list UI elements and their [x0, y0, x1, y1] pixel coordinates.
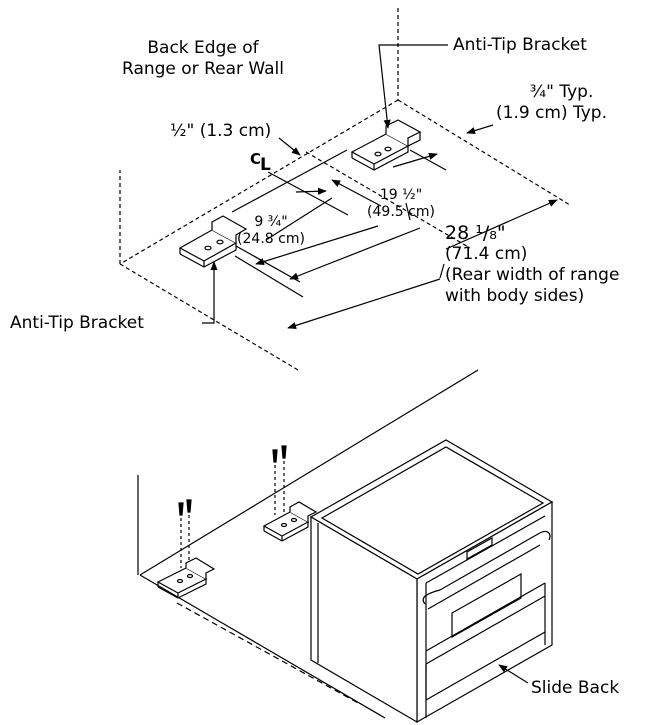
floor-plan-diagram	[119, 8, 571, 371]
half-inch-label: ½" (1.3 cm)	[170, 121, 272, 141]
back-edge-label: Back Edge of Range or Rear Wall	[122, 38, 284, 79]
screws-right	[272, 445, 287, 515]
centerline-label: CL	[250, 150, 271, 175]
range-outline	[119, 8, 571, 371]
floor-bracket-right	[262, 501, 318, 542]
anti-tip-bracket-label-bottom: Anti-Tip Bracket	[10, 313, 144, 333]
range-installation-diagram	[137, 369, 554, 724]
slide-back-label: Slide Back	[531, 678, 620, 698]
rear-wall-line	[139, 369, 479, 576]
screws-left	[178, 499, 192, 568]
range-appliance	[309, 439, 554, 724]
floor-bracket-left	[156, 557, 216, 599]
floor-edge-line	[139, 574, 386, 719]
three-quarter-label: ¾" Typ. (1.9 cm) Typ.	[496, 82, 608, 123]
anti-tip-bracket-bottom	[178, 215, 248, 268]
anti-tip-bracket-top	[350, 119, 422, 171]
dim-9-three-quarter-label: 9 ¾" (24.8 cm)	[237, 214, 305, 247]
centerline	[267, 171, 349, 216]
dim-19-half-label: 19 ½" (49.5 cm)	[367, 187, 435, 220]
anti-tip-bracket-label-top: Anti-Tip Bracket	[453, 35, 587, 55]
dim-28-label: 28 ¹/₈" (71.4 cm) (Rear width of range w…	[445, 222, 620, 307]
